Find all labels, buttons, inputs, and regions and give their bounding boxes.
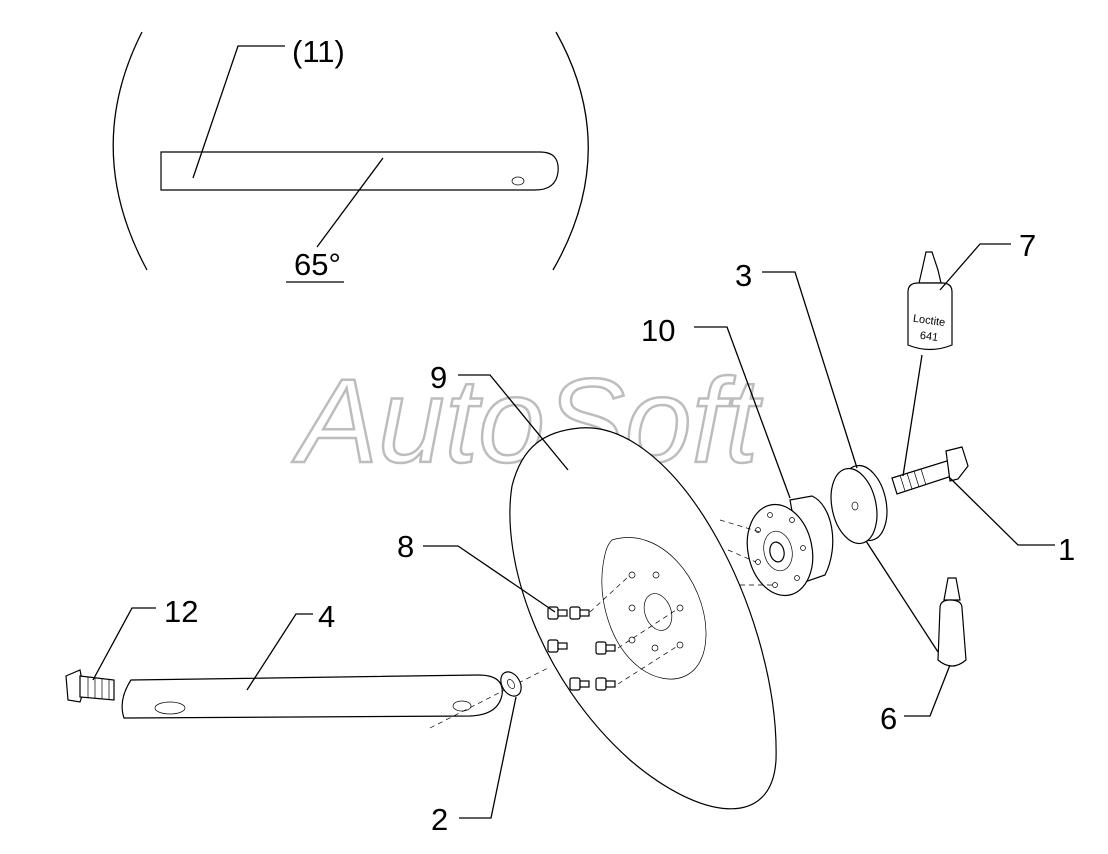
callout-4: 4	[318, 599, 335, 634]
tube-to-washer-leader	[865, 540, 939, 653]
hub-hole	[772, 582, 778, 588]
bar-body	[121, 674, 503, 719]
screw-axis	[617, 609, 677, 649]
bottle-brand: Loctite	[912, 313, 946, 329]
washer-front	[830, 467, 878, 545]
washer-part-3	[762, 271, 888, 545]
angle-leader	[316, 157, 384, 248]
detail-label: (11)	[292, 34, 345, 69]
callout-2: 2	[431, 802, 448, 837]
callout-8: 8	[397, 529, 414, 564]
hub-hole	[789, 517, 795, 523]
tube-body	[937, 599, 967, 667]
callout-1: 1	[1058, 532, 1075, 567]
grease-tube-part-6	[865, 540, 967, 717]
screws-part-8	[423, 545, 677, 691]
callout-12: 12	[164, 594, 198, 629]
screw	[569, 606, 590, 620]
disc-center-hole	[643, 593, 673, 631]
hub-hole	[800, 545, 806, 551]
callout-7-leader	[939, 243, 1011, 291]
screw	[547, 606, 568, 620]
disc-hole	[651, 644, 659, 652]
screw	[569, 677, 590, 691]
bottle-body	[907, 282, 953, 351]
hub-hole	[794, 575, 800, 581]
detail-view-11: (11) 65°	[112, 31, 589, 283]
hub-body	[789, 495, 834, 583]
callout-6-leader	[904, 664, 951, 717]
disc-hole	[628, 604, 636, 612]
washer-part-2	[459, 671, 522, 819]
detail-blade-hole	[511, 176, 525, 186]
hub-part-10	[694, 326, 834, 597]
disc-hole	[676, 604, 684, 612]
callout-12-leader	[92, 607, 156, 681]
disc-hole	[652, 571, 660, 579]
callout-3: 3	[735, 258, 752, 293]
disc-hole	[628, 571, 636, 579]
bolt-part-1	[891, 446, 1055, 546]
disc-face	[509, 427, 777, 810]
bottle-number: 641	[919, 330, 939, 344]
hub-inner-ring	[763, 530, 793, 572]
hub-hole	[755, 527, 761, 533]
small-washer-inner	[507, 679, 515, 689]
loctite-bottle-part-7: Loctite 641	[902, 243, 1011, 477]
callout-10: 10	[641, 313, 675, 348]
screw	[595, 677, 616, 691]
callout-7: 7	[1019, 228, 1036, 263]
bottle-to-bolt-leader	[902, 354, 923, 477]
tube-nozzle	[943, 577, 961, 601]
detail-blade	[160, 151, 559, 191]
detail-leader	[192, 45, 285, 179]
bolt-thread	[899, 468, 927, 492]
bar-axis	[429, 667, 549, 729]
callout-1-leader	[949, 477, 1055, 546]
bottle-nozzle	[918, 251, 942, 284]
disc-bolt-holes	[628, 571, 684, 652]
bar-hole-left	[154, 701, 186, 715]
disc-hole	[676, 641, 684, 649]
washer-hole	[851, 501, 859, 511]
detail-arc-left	[112, 31, 148, 271]
hub-axis	[719, 519, 761, 533]
callout-2-leader	[459, 696, 517, 819]
hub-hole	[767, 512, 773, 518]
disc-hub-area	[601, 537, 707, 680]
hub-bore	[769, 541, 785, 563]
callout-9: 9	[430, 360, 447, 395]
disc-hole	[628, 636, 636, 644]
detail-arc-right	[552, 31, 589, 271]
bar-part-4	[121, 613, 549, 729]
disc-part-9	[458, 374, 777, 810]
bar-hole-right	[452, 700, 472, 712]
bolt-head	[945, 446, 969, 482]
callout-8-leader	[423, 545, 556, 613]
bolt12-shank	[79, 675, 115, 701]
small-washer-outer	[500, 671, 522, 697]
callout-9-leader	[458, 374, 569, 471]
screw	[547, 639, 568, 653]
bolt-part-12	[65, 607, 156, 703]
angle-label: 65°	[294, 247, 341, 282]
callout-3-leader	[762, 271, 858, 469]
callout-6: 6	[880, 701, 897, 736]
callout-4-leader	[246, 613, 313, 691]
screw	[595, 641, 616, 655]
callout-10-leader	[694, 326, 791, 499]
bolt12-thread	[87, 677, 110, 699]
screw-axis	[617, 646, 677, 685]
